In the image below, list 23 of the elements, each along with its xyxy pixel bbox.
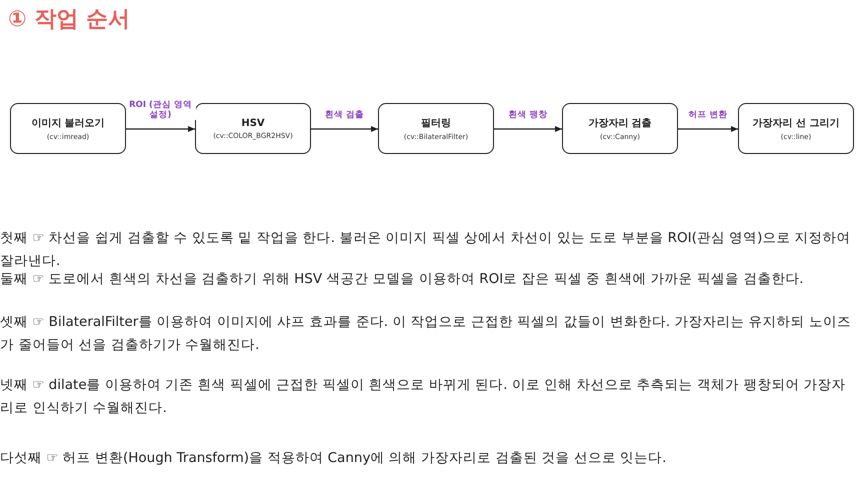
- process-box: [378, 103, 494, 154]
- edge-label: 흰색 검출: [325, 110, 364, 120]
- process-title: HSV: [241, 118, 265, 128]
- arrow: [494, 126, 562, 132]
- process-title: 가장자리 선 그리기: [752, 117, 840, 130]
- paragraph: 넷째 ☞ dilate를 이용하여 기존 흰색 픽셀에 근접한 픽셀이 흰색으로 바뀌게 된다. 이로 인해 차선으로 추측되는 객체가 팽창되어 가장자리로 인식하기 수월해진다.: [0, 376, 847, 418]
- process-title: 필터링: [421, 117, 451, 130]
- process-box: [738, 103, 854, 154]
- process-box: [10, 103, 126, 154]
- process-box: [195, 103, 311, 154]
- paragraph: 셋째 ☞ BilateralFilter를 이용하여 이미지에 샤프 효과를 준다. 이 작업으로 근접한 픽셀의 값들이 변화한다. 가장자리는 유지하되 노이즈가 줄어들어 선을 검출하기가 수월해진다.: [0, 313, 852, 355]
- arrow: [126, 126, 195, 132]
- paragraph: 다섯째 ☞ 허프 변환(Hough Transform)을 적용하여 Canny에 의해 가장자리로 검출된 것을 선으로 잇는다.: [0, 449, 668, 468]
- paragraph: 둘째 ☞ 도로에서 흰색의 차선을 검출하기 위해 HSV 색공간 모델을 이용하여 ROI로 잡은 픽셀 중 흰색에 가까운 픽셀을 검출한다.: [0, 270, 805, 289]
- arrow: [311, 126, 378, 132]
- edge-label: 허프 변환: [688, 110, 728, 120]
- process-box: [562, 103, 678, 154]
- arrow: [678, 126, 738, 132]
- edge-label: 흰색 팽창: [508, 110, 548, 120]
- paragraph: 첫째 ☞ 차선을 쉽게 검출할 수 있도록 밑 작업을 한다. 불러온 이미지 픽셀 상에서 차선이 있는 도로 부분을 ROI(관심 영역)으로 지정하여 잘라낸다.: [0, 229, 852, 271]
- process-title: 가장자리 검출: [588, 117, 652, 130]
- title: ① 작업 순서: [8, 6, 130, 34]
- process-title: 이미지 불러오기: [31, 117, 105, 130]
